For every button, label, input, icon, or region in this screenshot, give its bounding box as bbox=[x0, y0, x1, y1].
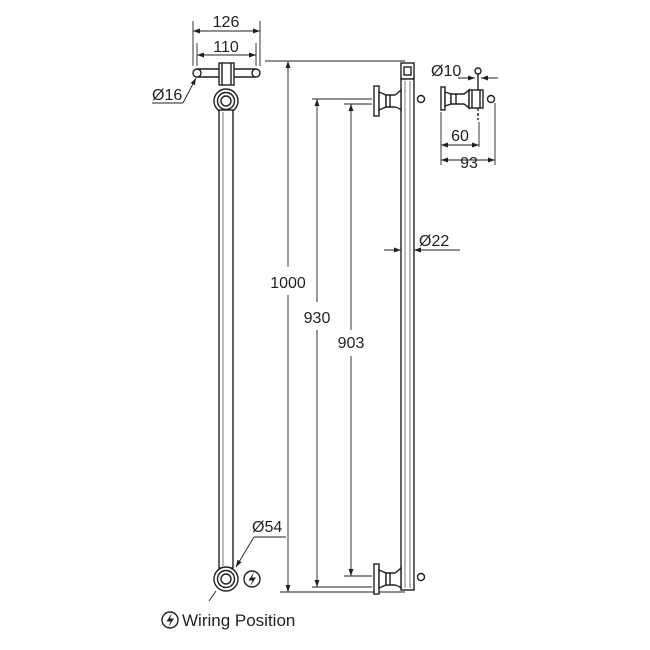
dimension-dia22: Ø22 bbox=[384, 233, 460, 253]
top-flange bbox=[213, 88, 239, 114]
dimension-903-label: 903 bbox=[338, 335, 365, 352]
dimension-126-label: 126 bbox=[213, 14, 240, 31]
dimension-903: 903 bbox=[338, 103, 372, 577]
top-bracket bbox=[373, 85, 426, 117]
dimension-dia10-label: Ø10 bbox=[431, 63, 461, 80]
side-view: Ø22 bbox=[373, 62, 460, 595]
dimension-dia54: Ø54 bbox=[208, 519, 286, 602]
dimension-930: 930 bbox=[304, 98, 372, 588]
detail-view: Ø10 60 93 bbox=[431, 63, 498, 172]
front-view: 126 110 Ø16 Ø54 bbox=[152, 14, 286, 602]
wiring-position-marker bbox=[243, 570, 261, 588]
vertical-bar-side bbox=[400, 78, 415, 591]
dimension-dia10: Ø10 bbox=[431, 63, 498, 81]
dimension-930-label: 930 bbox=[304, 310, 331, 327]
lightning-bolt-icon bbox=[161, 611, 179, 629]
dimension-dia54-label: Ø54 bbox=[252, 519, 282, 536]
top-cap bbox=[400, 62, 415, 80]
dimension-60: 60 bbox=[440, 112, 480, 165]
vertical-bar-front bbox=[218, 109, 234, 569]
dimension-93-label: 93 bbox=[460, 155, 478, 172]
dimension-93: 93 bbox=[441, 103, 496, 172]
dimension-110-label: 110 bbox=[213, 39, 239, 56]
dimension-1000-label: 1000 bbox=[270, 275, 306, 292]
legend: Wiring Position bbox=[161, 611, 295, 630]
top-spreader-bar bbox=[192, 62, 261, 86]
dimension-dia16: Ø16 bbox=[152, 77, 197, 104]
dimension-60-label: 60 bbox=[451, 128, 469, 145]
legend-label: Wiring Position bbox=[182, 611, 295, 630]
dimension-dia22-label: Ø22 bbox=[419, 233, 449, 250]
dimension-dia16-label: Ø16 bbox=[152, 87, 182, 104]
bottom-flange bbox=[213, 566, 239, 592]
detail-bracket bbox=[440, 67, 496, 120]
dimension-1000: 1000 bbox=[265, 60, 405, 593]
dimension-126: 126 bbox=[192, 14, 261, 66]
dimension-110: 110 bbox=[196, 39, 257, 66]
bottom-bracket bbox=[373, 563, 426, 595]
